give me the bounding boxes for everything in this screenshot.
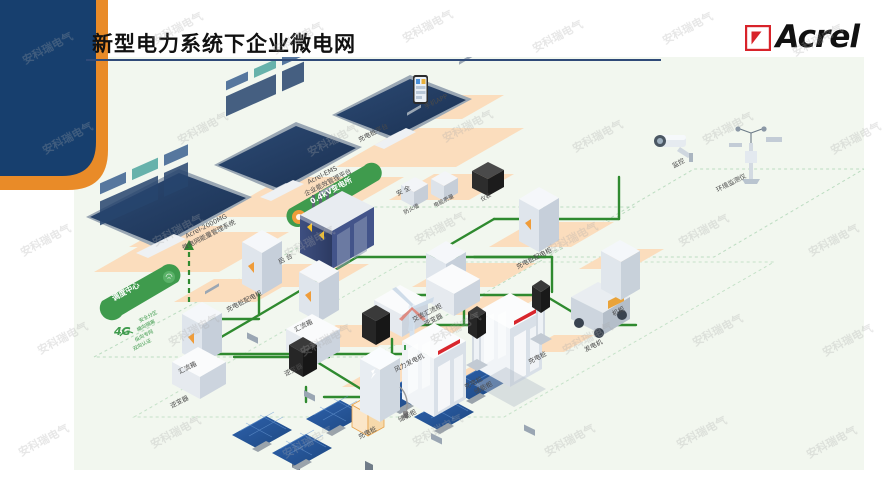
brand-name: Acrel bbox=[775, 19, 860, 55]
transformer-cabinet-icon bbox=[300, 188, 374, 270]
cabinet-warning-charger-dist-2 bbox=[519, 187, 559, 436]
corner-navy-shape bbox=[0, 0, 96, 176]
watermark-text: 安科瑞电气 bbox=[16, 422, 72, 460]
battery-cabinet-2 bbox=[402, 323, 466, 417]
control-center-pill bbox=[99, 264, 181, 321]
desktop-monitor-1 bbox=[86, 144, 252, 258]
4g-label: 4G bbox=[114, 325, 131, 338]
page-header: 新型电力系统下企业微电网 Acrel bbox=[84, 12, 889, 61]
dark-meter-mid-1 bbox=[289, 337, 317, 470]
brand-logo: Acrel bbox=[744, 19, 860, 55]
control-link-arrow bbox=[184, 240, 194, 250]
cabinet-warning-charger-dist-1 bbox=[242, 230, 282, 344]
dc-fast-charger-icon bbox=[360, 347, 408, 422]
weather-station-icon bbox=[729, 126, 782, 184]
dark-meter-mid-2 bbox=[362, 305, 390, 470]
inverter-box-1 bbox=[172, 283, 226, 399]
title-underline bbox=[86, 59, 661, 61]
ac-charging-post-2 bbox=[530, 280, 552, 345]
microgrid-diagram: Acrel-2000MG 微电网能量管理系统 Acrel-EMS 企业能效管理平… bbox=[74, 57, 864, 470]
cctv-camera-icon bbox=[654, 135, 693, 162]
acrel-square-logo-icon bbox=[744, 24, 771, 51]
cabinet-warning-busbar-2 bbox=[299, 260, 339, 402]
page-title: 新型电力系统下企业微电网 bbox=[92, 32, 356, 56]
smartphone-icon bbox=[413, 75, 428, 104]
desktop-monitor-3 bbox=[332, 75, 472, 149]
diagram-canvas-svg bbox=[86, 57, 864, 470]
server-rack-icon bbox=[601, 240, 640, 300]
corner-decoration bbox=[0, 0, 120, 250]
solar-panel-array-1 bbox=[232, 395, 366, 470]
desktop-monitor-2 bbox=[214, 57, 362, 201]
4g-signal-icon bbox=[119, 327, 134, 337]
ac-charging-post-1 bbox=[466, 306, 488, 371]
